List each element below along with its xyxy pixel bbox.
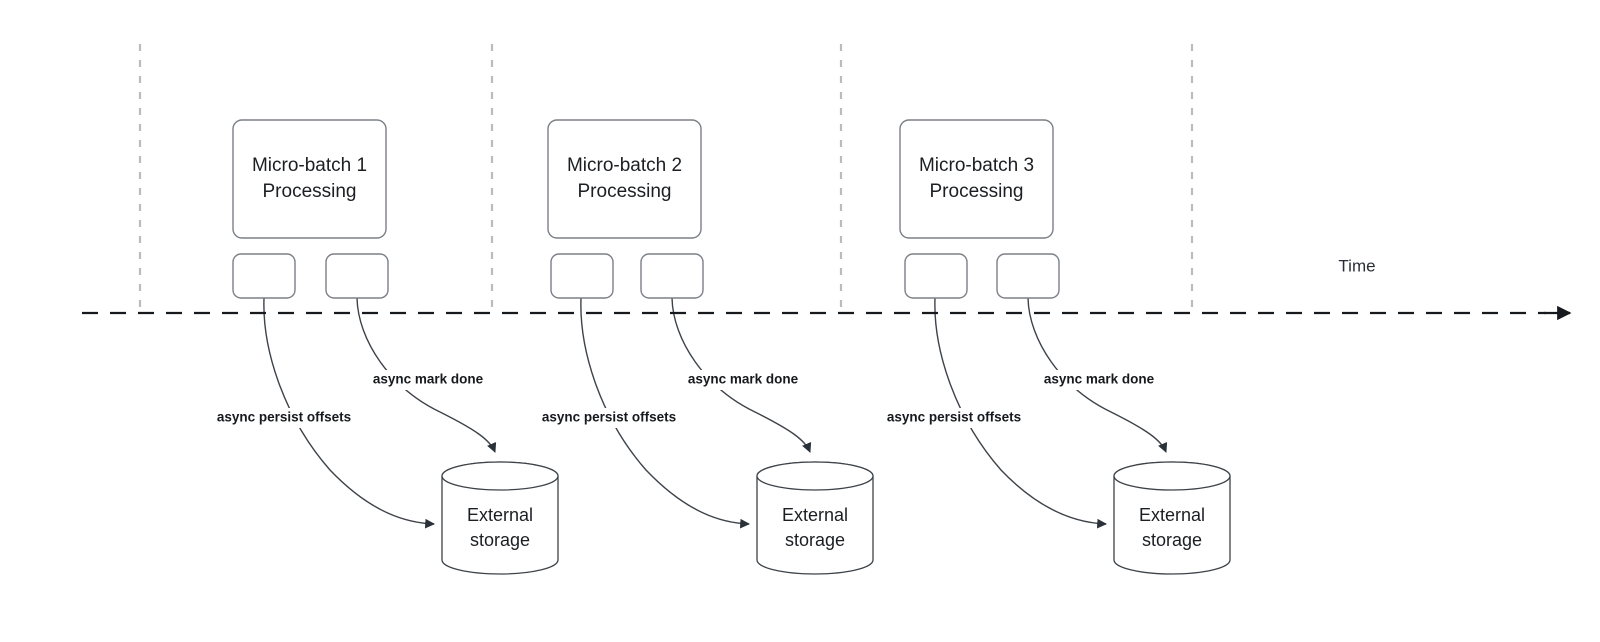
cylinder-top-ellipse-2: [756, 461, 874, 491]
edge-label-backing-edge-persist-3: [873, 408, 1035, 428]
task-box-task-3a[interactable]: [904, 253, 968, 299]
cylinder-top-ellipse-1: [441, 461, 559, 491]
timeline-layer: Time: [82, 256, 1572, 321]
edge-label-edge-markdone-3: async mark done: [1044, 372, 1155, 387]
external-storage-label-3: External: [1139, 505, 1205, 525]
edge-markdone-1: [356, 297, 497, 453]
edge-label-backing-edge-persist-2: [528, 408, 690, 428]
external-storage-sublabel-3: storage: [1142, 530, 1202, 550]
micro-batch-box-1[interactable]: [232, 119, 387, 239]
cylinder-top-ellipse-3: [1113, 461, 1231, 491]
micro-batch-label-2: Micro-batch 2: [567, 155, 682, 176]
edge-persist-2: [580, 297, 750, 529]
task-box-task-2a[interactable]: [550, 253, 614, 299]
time-axis-label: Time: [1338, 256, 1375, 275]
edge-label-backing-edge-markdone-1: [369, 370, 487, 390]
timeline-tick-layer: [138, 44, 1194, 313]
edge-markdone-3: [1027, 297, 1168, 453]
micro-batch-sublabel-3: Processing: [930, 181, 1024, 202]
task-box-task-3b[interactable]: [996, 253, 1060, 299]
external-storage-label-2: External: [782, 505, 848, 525]
task-box-task-1b[interactable]: [325, 253, 389, 299]
edge-label-edge-persist-3: async persist offsets: [887, 410, 1021, 425]
edge-label-backing-edge-markdone-2: [684, 370, 802, 390]
micro-batch-sublabel-1: Processing: [263, 181, 357, 202]
micro-batch-box-2[interactable]: [547, 119, 702, 239]
micro-batch-label-3: Micro-batch 3: [919, 155, 1034, 176]
micro-batch-sublabel-2: Processing: [578, 181, 672, 202]
task-box-task-1a[interactable]: [232, 253, 296, 299]
edge-label-edge-markdone-1: async mark done: [373, 372, 484, 387]
edge-label-backing-edge-markdone-3: [1040, 370, 1158, 390]
external-storage-sublabel-2: storage: [785, 530, 845, 550]
edge-persist-1: [263, 297, 435, 529]
edge-persist-3: [934, 297, 1107, 529]
edge-markdone-2: [671, 297, 812, 453]
task-box-task-2b[interactable]: [640, 253, 704, 299]
micro-batch-box-3[interactable]: [899, 119, 1054, 239]
edge-label-edge-markdone-2: async mark done: [688, 372, 799, 387]
edge-label-edge-persist-2: async persist offsets: [542, 410, 676, 425]
external-storage-label-1: External: [467, 505, 533, 525]
edge-label-layer: async persist offsets async mark done asyn…: [203, 370, 1158, 428]
edge-label-edge-persist-1: async persist offsets: [217, 410, 351, 425]
external-storage-sublabel-1: storage: [470, 530, 530, 550]
micro-batch-label-1: Micro-batch 1: [252, 155, 367, 176]
edge-curve-layer: [263, 297, 1168, 529]
edge-label-backing-edge-persist-1: [203, 408, 365, 428]
